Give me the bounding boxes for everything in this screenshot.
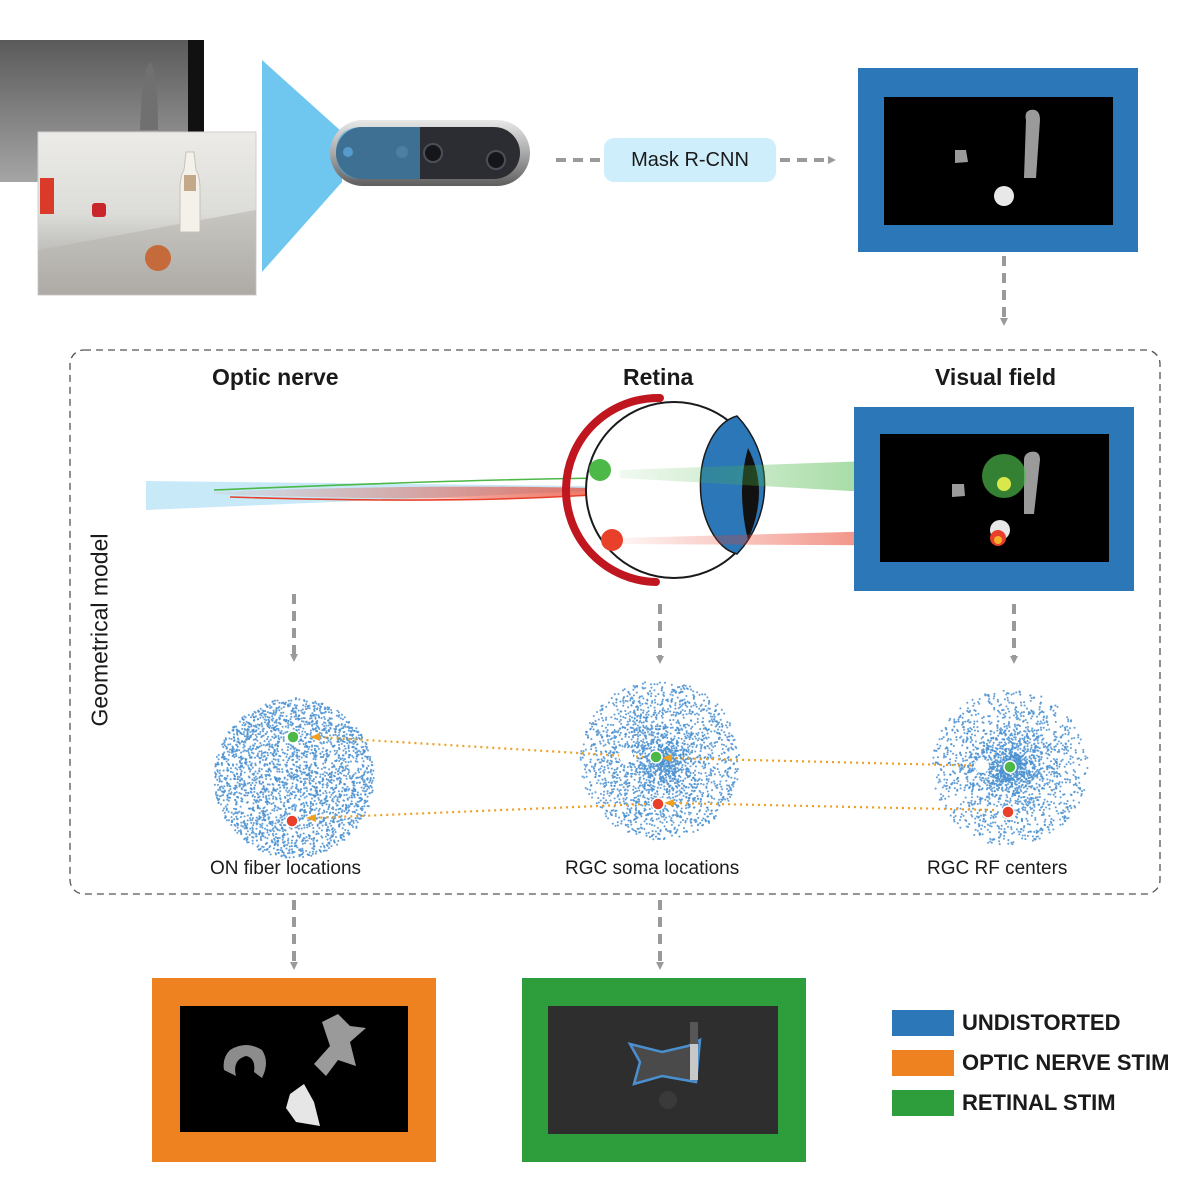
- optic-nerve-heading: Optic nerve: [212, 364, 339, 391]
- retina-red-point: [652, 798, 664, 810]
- rgc-soma-locations-caption: RGC soma locations: [565, 858, 739, 880]
- retina-gap-marker: [619, 749, 633, 763]
- optic-nerve-stim-output: [152, 978, 436, 1162]
- camera-fov: [262, 60, 342, 272]
- depth-camera-icon: [330, 120, 530, 186]
- green-stimulus-point: [997, 477, 1011, 491]
- legend-swatch-optic-nerve-stim: [892, 1050, 954, 1076]
- geometrical-model-label: Geometrical model: [87, 533, 114, 726]
- red-stimulus-point: [994, 536, 1002, 544]
- rgc-rf-centers-caption: RGC RF centers: [927, 858, 1067, 880]
- link-field-to-retina-green: [668, 758, 990, 766]
- visual-field-panel: [854, 407, 1134, 591]
- legend-swatch-retinal-stim: [892, 1090, 954, 1116]
- legend-label-retinal-stim: RETINAL STIM: [962, 1090, 1116, 1116]
- legend-swatch-undistorted: [892, 1010, 954, 1036]
- legend-label-optic-nerve-stim: OPTIC NERVE STIM: [962, 1050, 1169, 1076]
- on-fiber-locations-caption: ON fiber locations: [210, 858, 361, 880]
- field-green-point: [1004, 761, 1016, 773]
- mask-rcnn-label: Mask R-CNN: [604, 138, 776, 182]
- field-gap-marker: [975, 759, 989, 773]
- green-stimulus-halo: [982, 454, 1026, 498]
- nerve-green-point: [287, 731, 299, 743]
- retina-green-point: [650, 751, 662, 763]
- rgb-photo: [38, 132, 256, 295]
- visual-field-heading: Visual field: [935, 364, 1056, 391]
- eyeball: [586, 402, 765, 578]
- mask-output-panel: [858, 68, 1138, 252]
- on-fiber-dot-cloud: [214, 697, 375, 859]
- retina-heading: Retina: [623, 364, 693, 391]
- retinal-stim-output: [522, 978, 806, 1162]
- retina-green-spot: [589, 459, 611, 481]
- legend-label-undistorted: UNDISTORTED: [962, 1010, 1121, 1036]
- nerve-red-point: [286, 815, 298, 827]
- field-red-point: [1002, 806, 1014, 818]
- retina-red-spot: [601, 529, 623, 551]
